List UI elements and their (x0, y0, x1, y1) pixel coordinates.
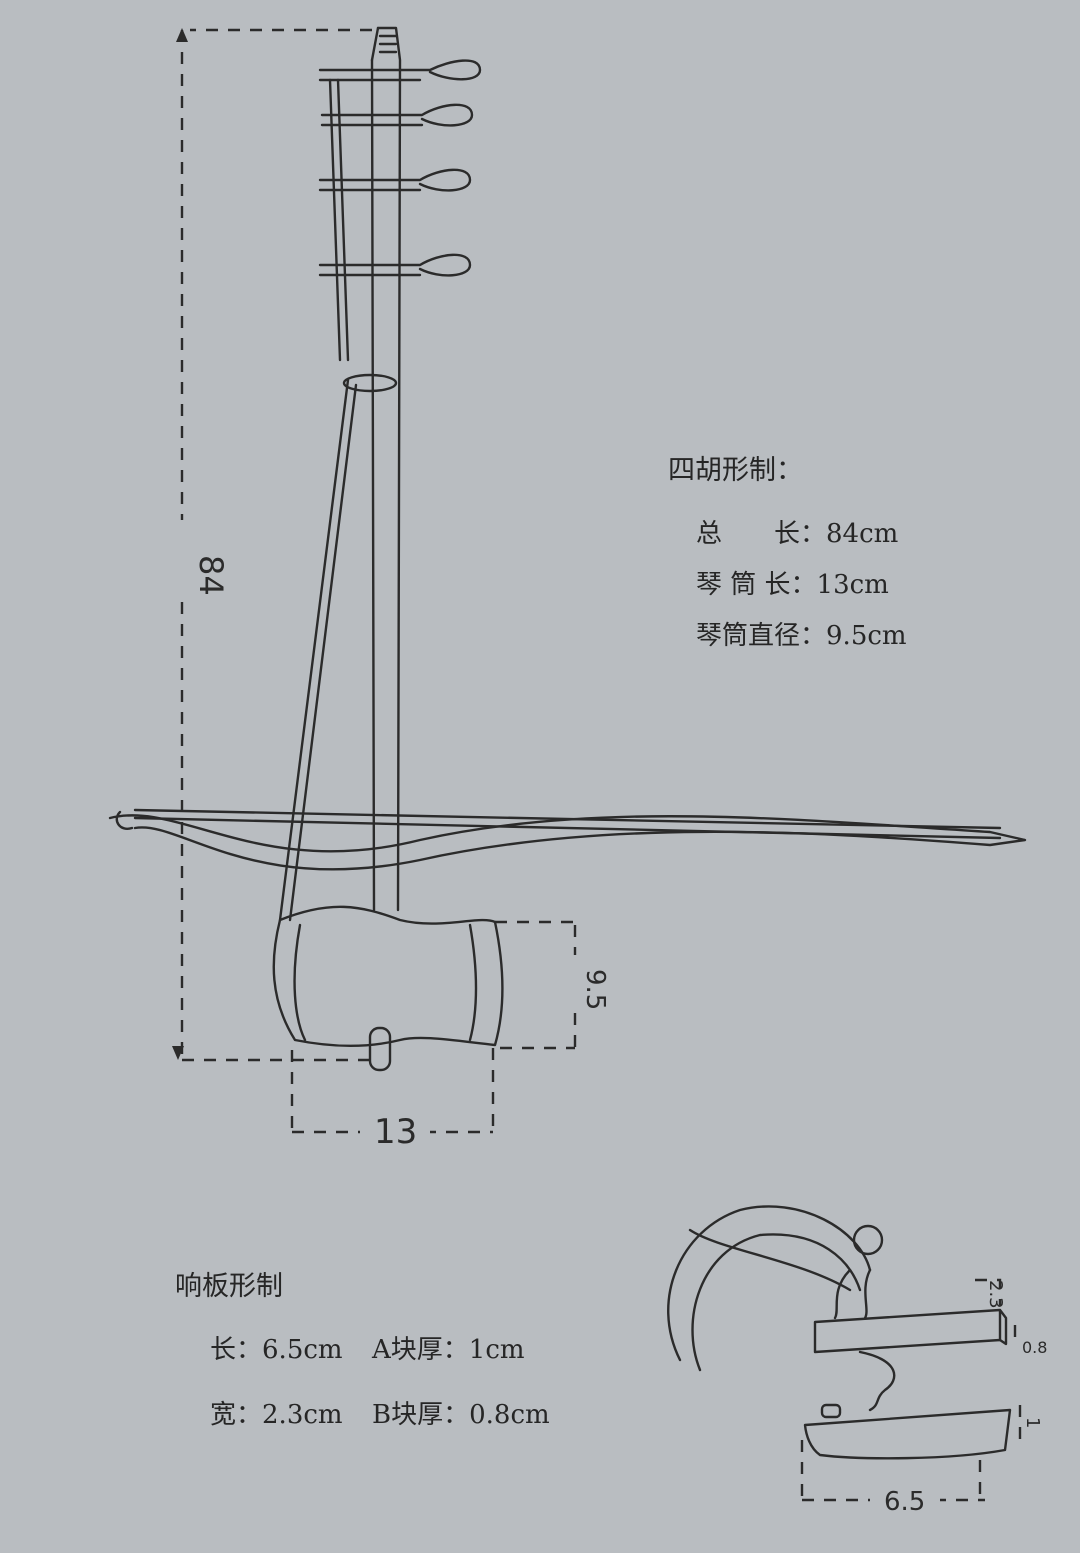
spec-row: 琴 筒 长：13cm (696, 564, 907, 601)
tube-length-dimension: 13 (290, 1048, 495, 1152)
bridge-spec-block: 响板形制 长：6.5cm A块厚：1cm 宽：2.3cm B块厚：0.8cm (175, 1264, 550, 1445)
sihu-spec-block: 四胡形制： 总 长：84cm 琴 筒 长：13cm 琴筒直径：9.5cm (668, 448, 907, 666)
bridge-b-thickness-label: 0.8 (1022, 1338, 1047, 1357)
bridge-width-label: 2.3 (985, 1280, 1006, 1309)
spec-label: 琴筒直径： (696, 621, 827, 651)
spec-label: A块厚： (372, 1335, 469, 1365)
tube-diameter-label: 9.5 (580, 969, 610, 1010)
strings (278, 373, 398, 922)
spec-row: 总 长：84cm (696, 513, 907, 550)
spec-row: 长：6.5cm A块厚：1cm (210, 1329, 550, 1366)
total-length-dimension: 84 (160, 28, 372, 1062)
bridge-spec-title: 响板形制 (175, 1271, 283, 1302)
spec-value: 2.3cm (262, 1400, 343, 1430)
spec-value: 13cm (816, 570, 889, 600)
spec-value: 0.8cm (469, 1400, 550, 1430)
spec-value: 6.5cm (262, 1335, 343, 1365)
bridge-drawing: 2.3 0.8 1 6.5 (667, 1205, 1047, 1517)
spec-row: 宽：2.3cm B块厚：0.8cm (210, 1394, 550, 1431)
spec-label: 总 长： (696, 519, 827, 549)
tube-length-label: 13 (374, 1112, 417, 1152)
bridge-length-label: 6.5 (884, 1487, 925, 1517)
tuning-pegs (318, 59, 482, 362)
spec-label: 长： (210, 1335, 263, 1365)
spec-value: 9.5cm (826, 621, 907, 651)
neck (370, 26, 402, 912)
resonator-tube (272, 905, 504, 1072)
spec-value: 84cm (826, 519, 899, 549)
sihu-spec-title: 四胡形制： (668, 455, 803, 486)
tube-diameter-dimension: 9.5 (495, 920, 610, 1050)
spec-label: 琴 筒 长： (696, 570, 817, 600)
spec-value: 1cm (468, 1335, 525, 1365)
total-length-label: 84 (192, 555, 230, 596)
bridge-a-thickness-label: 1 (1022, 1417, 1043, 1428)
spec-label: B块厚： (372, 1400, 470, 1430)
spec-label: 宽： (210, 1400, 263, 1430)
bow (108, 808, 1027, 871)
spec-row: 琴筒直径：9.5cm (696, 615, 907, 652)
